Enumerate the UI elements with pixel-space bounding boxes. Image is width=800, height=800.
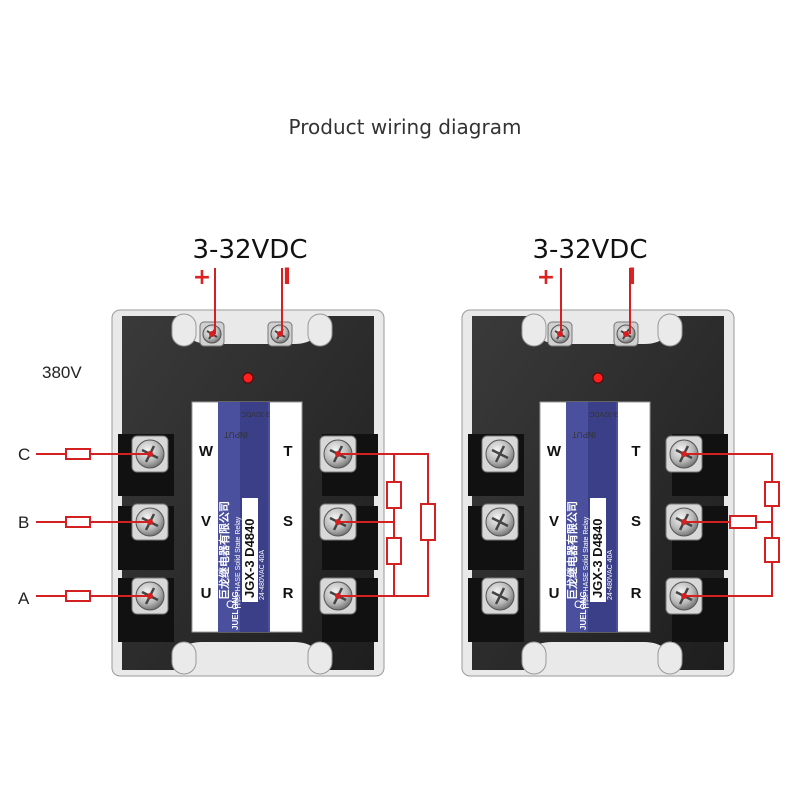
phase-label-a: A — [18, 589, 30, 608]
ce-mark: CE — [226, 599, 241, 611]
plus-sign: + — [537, 265, 555, 290]
terminal-letter-s: S — [631, 513, 641, 530]
relay-label: 巨龙继电器有限公司 3PHASE Solid State Relay JGX-3… — [191, 401, 303, 633]
relay-right: 巨龙继电器有限公司 3PHASE Solid State Relay JGX-3… — [461, 235, 780, 677]
wiring-left — [36, 268, 436, 602]
label-type: 3PHASE Solid State Relay — [235, 516, 242, 600]
label-input-range: 3-32VDC — [589, 410, 618, 417]
terminal-letter-u: U — [201, 585, 212, 602]
minus-sign: I — [283, 265, 291, 290]
label-type: 3PHASE Solid State Relay — [583, 516, 590, 600]
terminal-letter-t: T — [631, 443, 640, 460]
terminal-letter-t: T — [283, 443, 292, 460]
terminal-u — [480, 576, 520, 616]
label-maker: 巨龙继电器有限公司 — [565, 501, 579, 600]
control-voltage-label: 3-32VDC — [193, 235, 308, 265]
line-voltage-label: 380V — [42, 363, 82, 382]
label-brand: JUELONG — [579, 591, 588, 630]
control-voltage-label: 3-32VDC — [533, 235, 648, 265]
plus-sign: + — [193, 265, 211, 290]
diagram-title: Product wiring diagram — [289, 115, 522, 139]
terminal-letter-v: V — [201, 513, 211, 530]
label-rating: 24-480VAC 40A — [607, 550, 614, 600]
relay-left: 巨龙继电器有限公司 3PHASE Solid State Relay JGX-3… — [18, 235, 436, 677]
label-model: JGX-3 D4840 — [242, 519, 257, 599]
label-brand: JUELONG — [231, 591, 240, 630]
phase-label-b: B — [18, 513, 29, 532]
terminal-letter-s: S — [283, 513, 293, 530]
terminal-letter-w: W — [199, 443, 214, 460]
ce-mark: CE — [574, 599, 589, 611]
terminal-letter-w: W — [547, 443, 562, 460]
terminal-letter-v: V — [549, 513, 559, 530]
label-input: INPUT — [572, 430, 596, 439]
minus-sign: I — [628, 265, 636, 290]
terminal-letter-r: R — [283, 585, 294, 602]
terminal-v — [480, 502, 520, 542]
phase-label-c: C — [18, 445, 30, 464]
terminal-w — [480, 434, 520, 474]
terminal-letter-u: U — [549, 585, 560, 602]
label-input: INPUT — [224, 430, 248, 439]
wire-dots-left — [147, 331, 341, 599]
label-maker: 巨龙继电器有限公司 — [217, 501, 231, 600]
wire-dots-right — [557, 331, 687, 599]
terminal-letter-r: R — [631, 585, 642, 602]
label-model: JGX-3 D4840 — [590, 519, 605, 599]
wiring-right — [560, 268, 780, 597]
label-input-range: 3-32VDC — [241, 410, 270, 417]
label-rating: 24-480VAC 40A — [259, 550, 266, 600]
relay-label: 巨龙继电器有限公司 3PHASE Solid State Relay JGX-3… — [539, 401, 651, 633]
